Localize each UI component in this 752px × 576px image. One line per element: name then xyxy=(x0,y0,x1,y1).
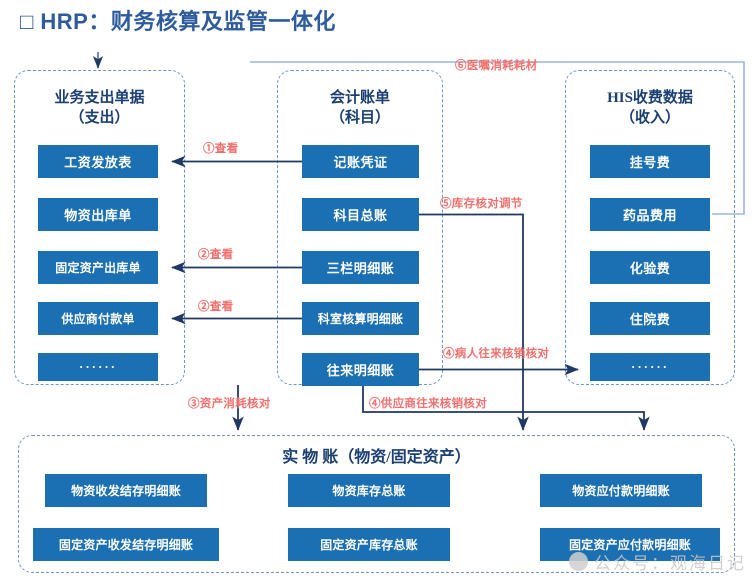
panel-physical-title: 实 物 账（物资/固定资产） xyxy=(282,449,471,466)
connector-label-c2b: ②查看 xyxy=(198,301,234,313)
box-physical-3[interactable]: 固定资产收发结存明细账 xyxy=(33,528,219,561)
watermark-text: 公众号：观海日记 xyxy=(594,554,746,573)
box-expense-3[interactable]: 供应商付款单 xyxy=(38,302,158,335)
box-physical-0[interactable]: 物资收发结存明细账 xyxy=(45,474,207,507)
box-his-4[interactable]: ······ xyxy=(590,353,710,381)
box-his-0[interactable]: 挂号费 xyxy=(590,145,710,178)
panel-expense xyxy=(14,70,185,385)
box-his-1[interactable]: 药品费用 xyxy=(590,198,710,231)
connector-label-c6: ⑥医嘱消耗耗材 xyxy=(455,60,538,72)
connector-label-c4a: ④病人往来核销核对 xyxy=(443,348,550,360)
connector-label-c5: ⑤库存核对调节 xyxy=(440,198,523,210)
panel-physical xyxy=(18,435,735,573)
connector-label-c2a: ②查看 xyxy=(198,249,234,261)
watermark: 公众号：观海日记 xyxy=(569,549,746,574)
panel-his-title: HIS收费数据 （收入） xyxy=(607,90,693,126)
page-title: □ HRP：财务核算及监管一体化 xyxy=(20,9,336,34)
box-accounting-4[interactable]: 往来明细账 xyxy=(302,353,419,386)
box-expense-4[interactable]: ······ xyxy=(38,353,158,381)
box-accounting-0[interactable]: 记账凭证 xyxy=(302,145,419,178)
box-expense-1[interactable]: 物资出库单 xyxy=(38,198,158,231)
connector-label-c3: ③资产消耗核对 xyxy=(188,398,271,410)
box-physical-1[interactable]: 物资库存总账 xyxy=(288,474,450,507)
box-physical-4[interactable]: 固定资产库存总账 xyxy=(288,528,450,561)
panel-accounting-title: 会计账单 （科目） xyxy=(329,90,390,126)
panel-expense-title: 业务支出单据 （支出） xyxy=(54,90,145,126)
watermark-logo-icon xyxy=(569,552,588,571)
box-his-2[interactable]: 化验费 xyxy=(590,251,710,284)
box-accounting-1[interactable]: 科目总账 xyxy=(302,198,419,231)
box-physical-2[interactable]: 物资应付款明细账 xyxy=(540,474,702,507)
connector-label-c1: ①查看 xyxy=(203,143,239,155)
connector-label-c4b: ④供应商往来核销核对 xyxy=(369,398,487,410)
box-accounting-2[interactable]: 三栏明细账 xyxy=(302,251,419,284)
box-expense-2[interactable]: 固定资产出库单 xyxy=(38,251,158,284)
box-expense-0[interactable]: 工资发放表 xyxy=(38,145,158,178)
box-his-3[interactable]: 住院费 xyxy=(590,302,710,335)
box-accounting-3[interactable]: 科室核算明细账 xyxy=(302,302,419,335)
